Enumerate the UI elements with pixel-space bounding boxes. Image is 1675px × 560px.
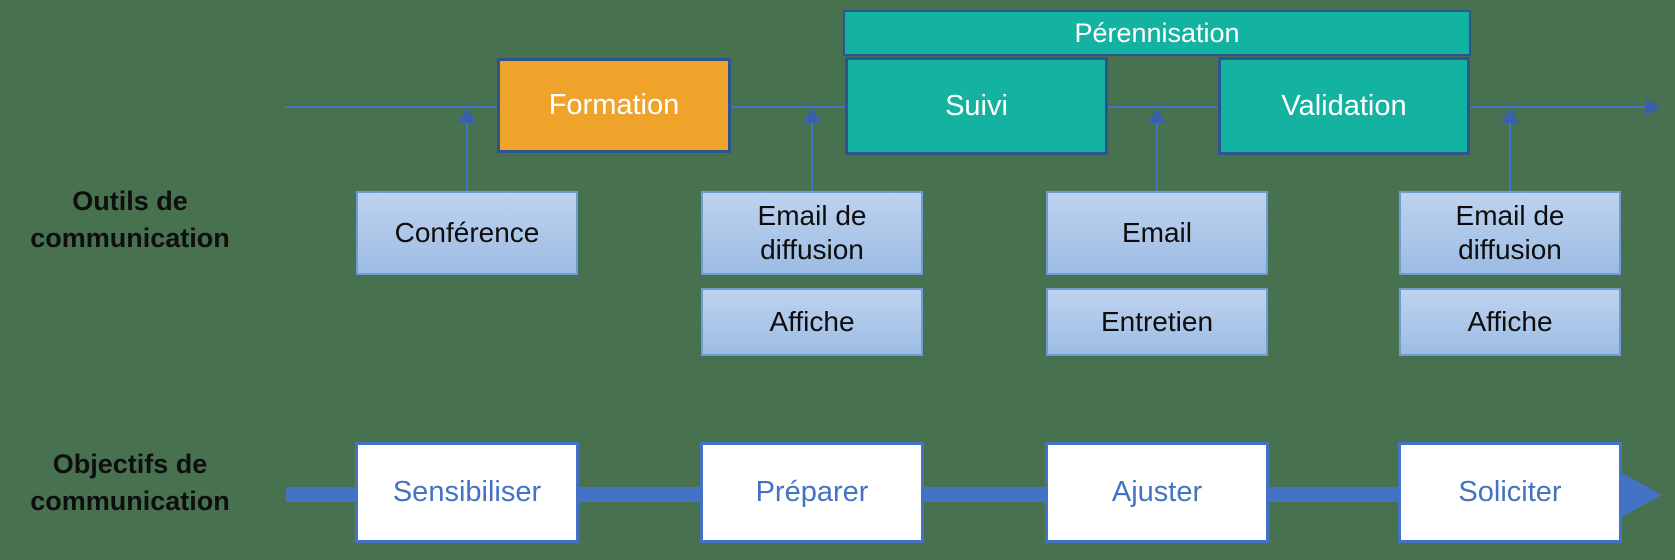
tool-box-email-diffusion-1: Email de diffusion: [701, 191, 923, 275]
connector-line-3: [1156, 110, 1158, 192]
arrowhead-up-icon: [1148, 108, 1166, 123]
connector-line-1: [466, 110, 468, 192]
tool-box-affiche-1: Affiche: [701, 288, 923, 356]
tool-box-affiche-2: Affiche: [1399, 288, 1621, 356]
objectives-band: [286, 487, 1621, 502]
objective-box-preparer: Préparer: [700, 442, 924, 543]
arrowhead-up-icon: [458, 108, 476, 123]
objective-box-soliciter: Soliciter: [1398, 442, 1622, 543]
phase-box-validation: Validation: [1218, 57, 1470, 155]
connector-line-2: [811, 110, 813, 192]
arrowhead-up-icon: [803, 108, 821, 123]
objectives-band-arrow-icon: [1618, 471, 1662, 519]
phase-box-formation: Formation: [497, 58, 731, 153]
connector-line-4: [1509, 110, 1511, 192]
timeline-end-arrow-icon: [1645, 98, 1661, 116]
tool-box-email-diffusion-2: Email de diffusion: [1399, 191, 1621, 275]
arrowhead-up-icon: [1501, 108, 1519, 123]
objectives-section-label: Objectifs de communication: [30, 449, 230, 516]
phase-bracket-perennisation: Pérennisation: [843, 10, 1471, 56]
objective-box-ajuster: Ajuster: [1045, 442, 1269, 543]
phase-box-suivi: Suivi: [845, 57, 1108, 155]
tool-box-entretien: Entretien: [1046, 288, 1268, 356]
tools-section-label: Outils de communication: [30, 186, 230, 253]
tool-box-conference: Conférence: [356, 191, 578, 275]
tool-box-email: Email: [1046, 191, 1268, 275]
objective-box-sensibiliser: Sensibiliser: [355, 442, 579, 543]
